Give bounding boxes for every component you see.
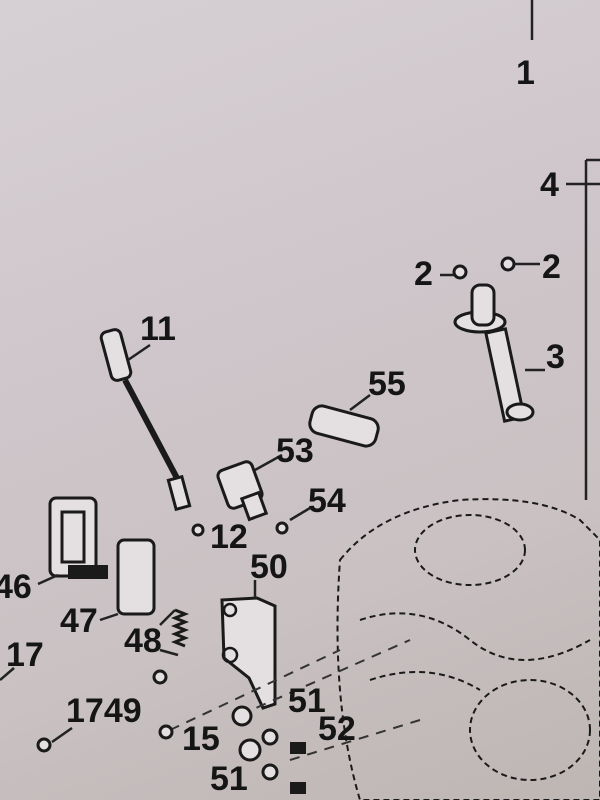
callout-52: 52 — [318, 710, 356, 748]
part-2-screw — [452, 264, 468, 280]
callout-50: 50 — [250, 548, 288, 586]
part-51-washer — [261, 763, 279, 781]
part-55-connector — [308, 404, 380, 448]
part-17-fitting — [36, 737, 52, 753]
part-48-spring — [170, 608, 190, 648]
part-51-washer — [261, 728, 279, 746]
callout-54: 54 — [308, 482, 346, 520]
callout-55: 55 — [368, 365, 406, 403]
callout-17-49: 1749 — [66, 692, 142, 730]
part-screw — [290, 742, 306, 754]
callout-12: 12 — [210, 518, 248, 556]
callout-47: 47 — [60, 602, 98, 640]
part-53-sensor — [216, 460, 269, 522]
part-screw — [290, 782, 306, 794]
part-46-bracket — [48, 496, 108, 579]
part-50-plate — [220, 596, 277, 710]
part-12-oring — [191, 523, 205, 537]
part-47-gasket — [116, 538, 156, 616]
callout-17: 17 — [6, 636, 44, 674]
callout-11: 11 — [140, 310, 176, 348]
part-15-bushing — [238, 738, 262, 762]
part-15-bushing — [231, 705, 253, 727]
engine-block — [336, 498, 600, 800]
callout-46: 46 — [0, 568, 32, 606]
callout-2: 2 — [414, 255, 433, 293]
part-49-bolt — [152, 669, 168, 685]
callout-48: 48 — [124, 622, 162, 660]
callout-3: 3 — [546, 338, 565, 376]
callout-15: 15 — [182, 720, 220, 758]
part-54-oring — [275, 521, 289, 535]
part-2-screw — [500, 256, 516, 272]
callout-1: 1 — [516, 54, 535, 92]
callout-53: 53 — [276, 432, 314, 470]
part-3-injector — [453, 283, 535, 423]
callout-2: 2 — [542, 248, 561, 286]
callout-51: 51 — [210, 760, 248, 798]
callout-4: 4 — [540, 166, 559, 204]
part-11-sensor — [99, 328, 192, 512]
part-49-bolt — [158, 724, 174, 740]
callout-51: 51 — [288, 682, 326, 720]
